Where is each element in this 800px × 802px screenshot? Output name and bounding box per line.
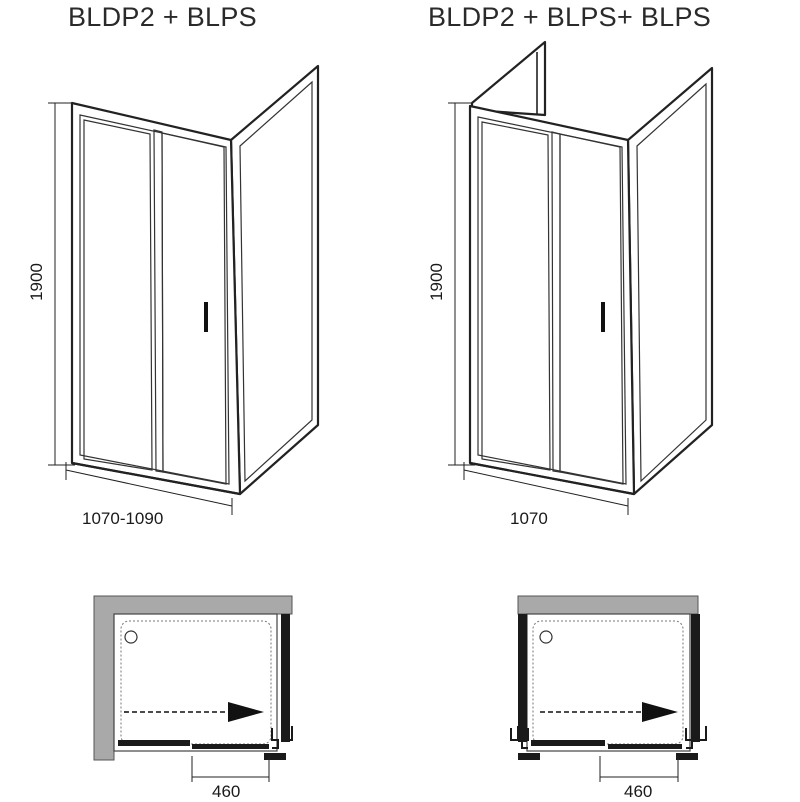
sliding-door-profile [192, 744, 269, 749]
back-panel-right [470, 40, 547, 117]
height-label-left: 1900 [26, 263, 46, 301]
side-panel-profile [281, 614, 290, 742]
width-dimension-line [65, 469, 233, 507]
side-panel-profile [691, 614, 700, 742]
width-dimension-line [463, 469, 629, 507]
fixed-panel-profile [118, 740, 190, 746]
wall [517, 595, 699, 615]
shower-tray [113, 613, 278, 752]
door-handle-icon [204, 302, 208, 332]
width-label-left: 1070-1090 [82, 509, 164, 528]
side-panel-profile [518, 614, 527, 742]
height-label-right: 1900 [426, 263, 446, 301]
drain-icon [124, 630, 138, 644]
plan-view-left [93, 595, 293, 782]
config-title-left: BLDP2 + BLPS [68, 2, 257, 32]
gap-label-left: 460 [212, 782, 241, 801]
config-title-right: BLDP2 + BLPS+ BLPS [428, 2, 712, 32]
fixed-panel-profile [531, 740, 605, 746]
shower-tray [526, 613, 691, 752]
enclosure-3d-right [448, 40, 714, 515]
drain-icon [539, 630, 553, 644]
width-label-right: 1070 [510, 509, 548, 528]
sliding-door-profile [608, 744, 682, 749]
plan-view-right [510, 595, 707, 782]
door-handle-icon [601, 302, 605, 332]
enclosure-3d-left [48, 64, 320, 515]
gap-label-right: 460 [624, 782, 653, 801]
